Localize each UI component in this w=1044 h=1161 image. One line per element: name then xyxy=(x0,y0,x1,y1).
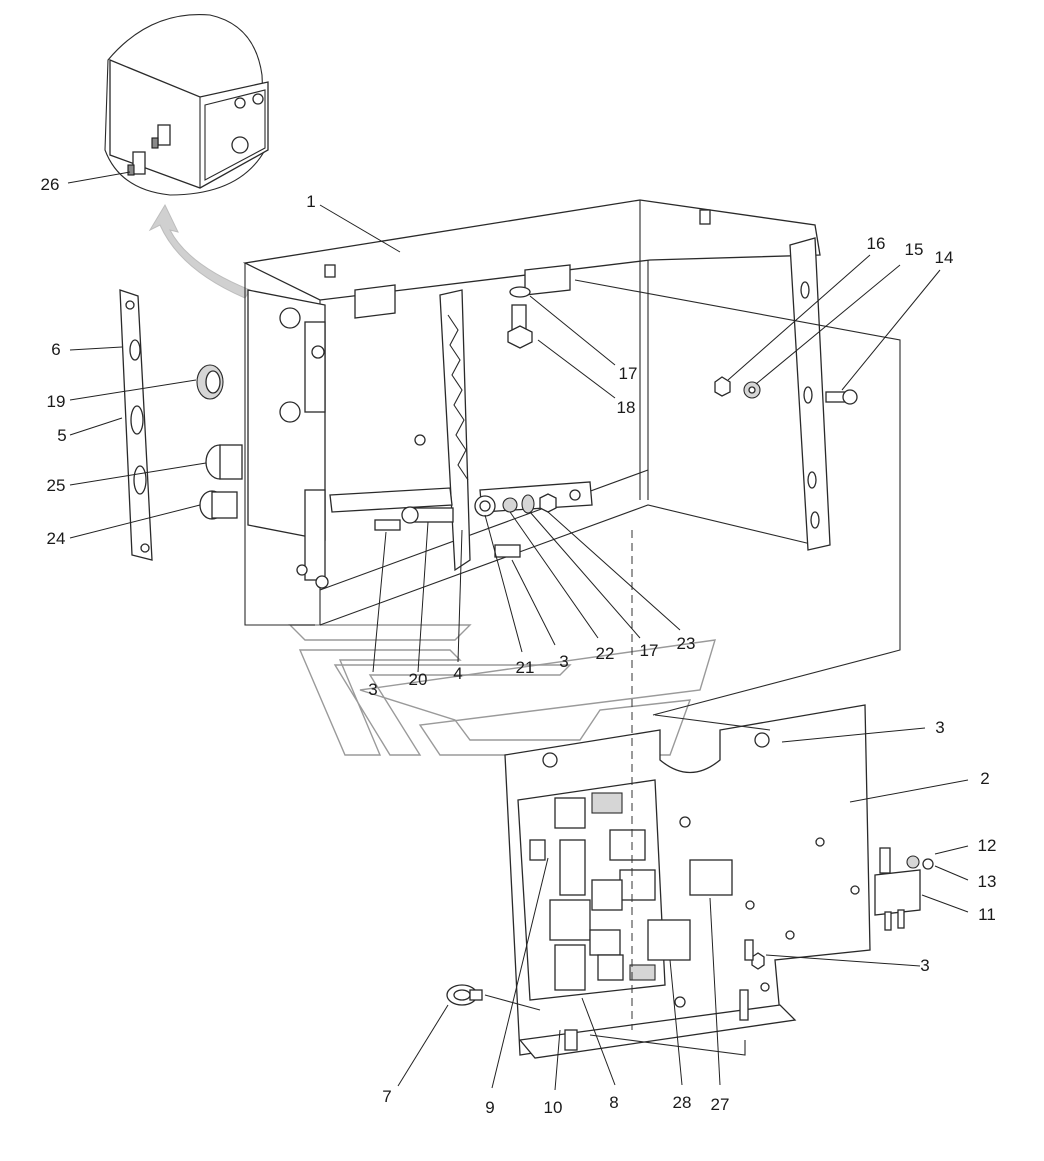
clamp-7 xyxy=(446,984,483,1006)
callout-14: 14 xyxy=(934,248,954,267)
callout-10: 10 xyxy=(543,1098,563,1117)
callout-3-d: 3 xyxy=(920,956,930,975)
housing-box xyxy=(242,199,831,626)
grommet-19 xyxy=(196,364,224,400)
leader-lines xyxy=(67,171,969,1091)
callout-19: 19 xyxy=(46,392,66,411)
callout-17-top: 17 xyxy=(618,364,638,383)
watermark-logo xyxy=(288,624,716,756)
callout-23: 23 xyxy=(676,634,696,653)
plug-25 xyxy=(205,444,243,480)
relay-28 xyxy=(647,919,691,961)
callout-24: 24 xyxy=(46,529,66,548)
alignment-lines xyxy=(484,279,901,1056)
callout-3-c: 3 xyxy=(935,718,945,737)
callout-5: 5 xyxy=(57,426,67,445)
relay-11 xyxy=(874,847,934,931)
callout-17-bottom: 17 xyxy=(639,641,659,660)
callout-21: 21 xyxy=(515,658,535,677)
callout-8: 8 xyxy=(609,1093,619,1112)
detail-callout-arrow xyxy=(148,203,251,299)
callout-20: 20 xyxy=(408,670,428,689)
bolts-3 xyxy=(744,939,765,970)
callout-15: 15 xyxy=(904,240,924,259)
callout-26: 26 xyxy=(40,175,60,194)
callout-1: 1 xyxy=(306,192,316,211)
callout-13: 13 xyxy=(977,872,997,891)
callout-4: 4 xyxy=(453,664,463,683)
callout-12: 12 xyxy=(977,836,997,855)
callout-2: 2 xyxy=(980,769,990,788)
callout-22: 22 xyxy=(595,644,615,663)
callout-3-a: 3 xyxy=(368,680,378,699)
fasteners-14-15-16 xyxy=(714,376,858,405)
callout-28: 28 xyxy=(672,1093,692,1112)
fasteners-20-23 xyxy=(374,493,557,558)
callout-27: 27 xyxy=(710,1095,730,1114)
detail-inset xyxy=(104,13,269,196)
fasteners-17-18 xyxy=(507,286,533,349)
valve-24 xyxy=(199,490,238,520)
cover-plate xyxy=(119,289,153,561)
callout-25: 25 xyxy=(46,476,66,495)
relay-27 xyxy=(689,859,733,896)
circuit-board xyxy=(517,779,666,1001)
callout-11: 11 xyxy=(978,905,996,924)
callout-9: 9 xyxy=(485,1098,495,1117)
callout-7: 7 xyxy=(382,1087,392,1106)
callout-6: 6 xyxy=(51,340,61,359)
callout-16: 16 xyxy=(866,234,886,253)
callout-18: 18 xyxy=(616,398,636,417)
callout-3-b: 3 xyxy=(559,652,569,671)
